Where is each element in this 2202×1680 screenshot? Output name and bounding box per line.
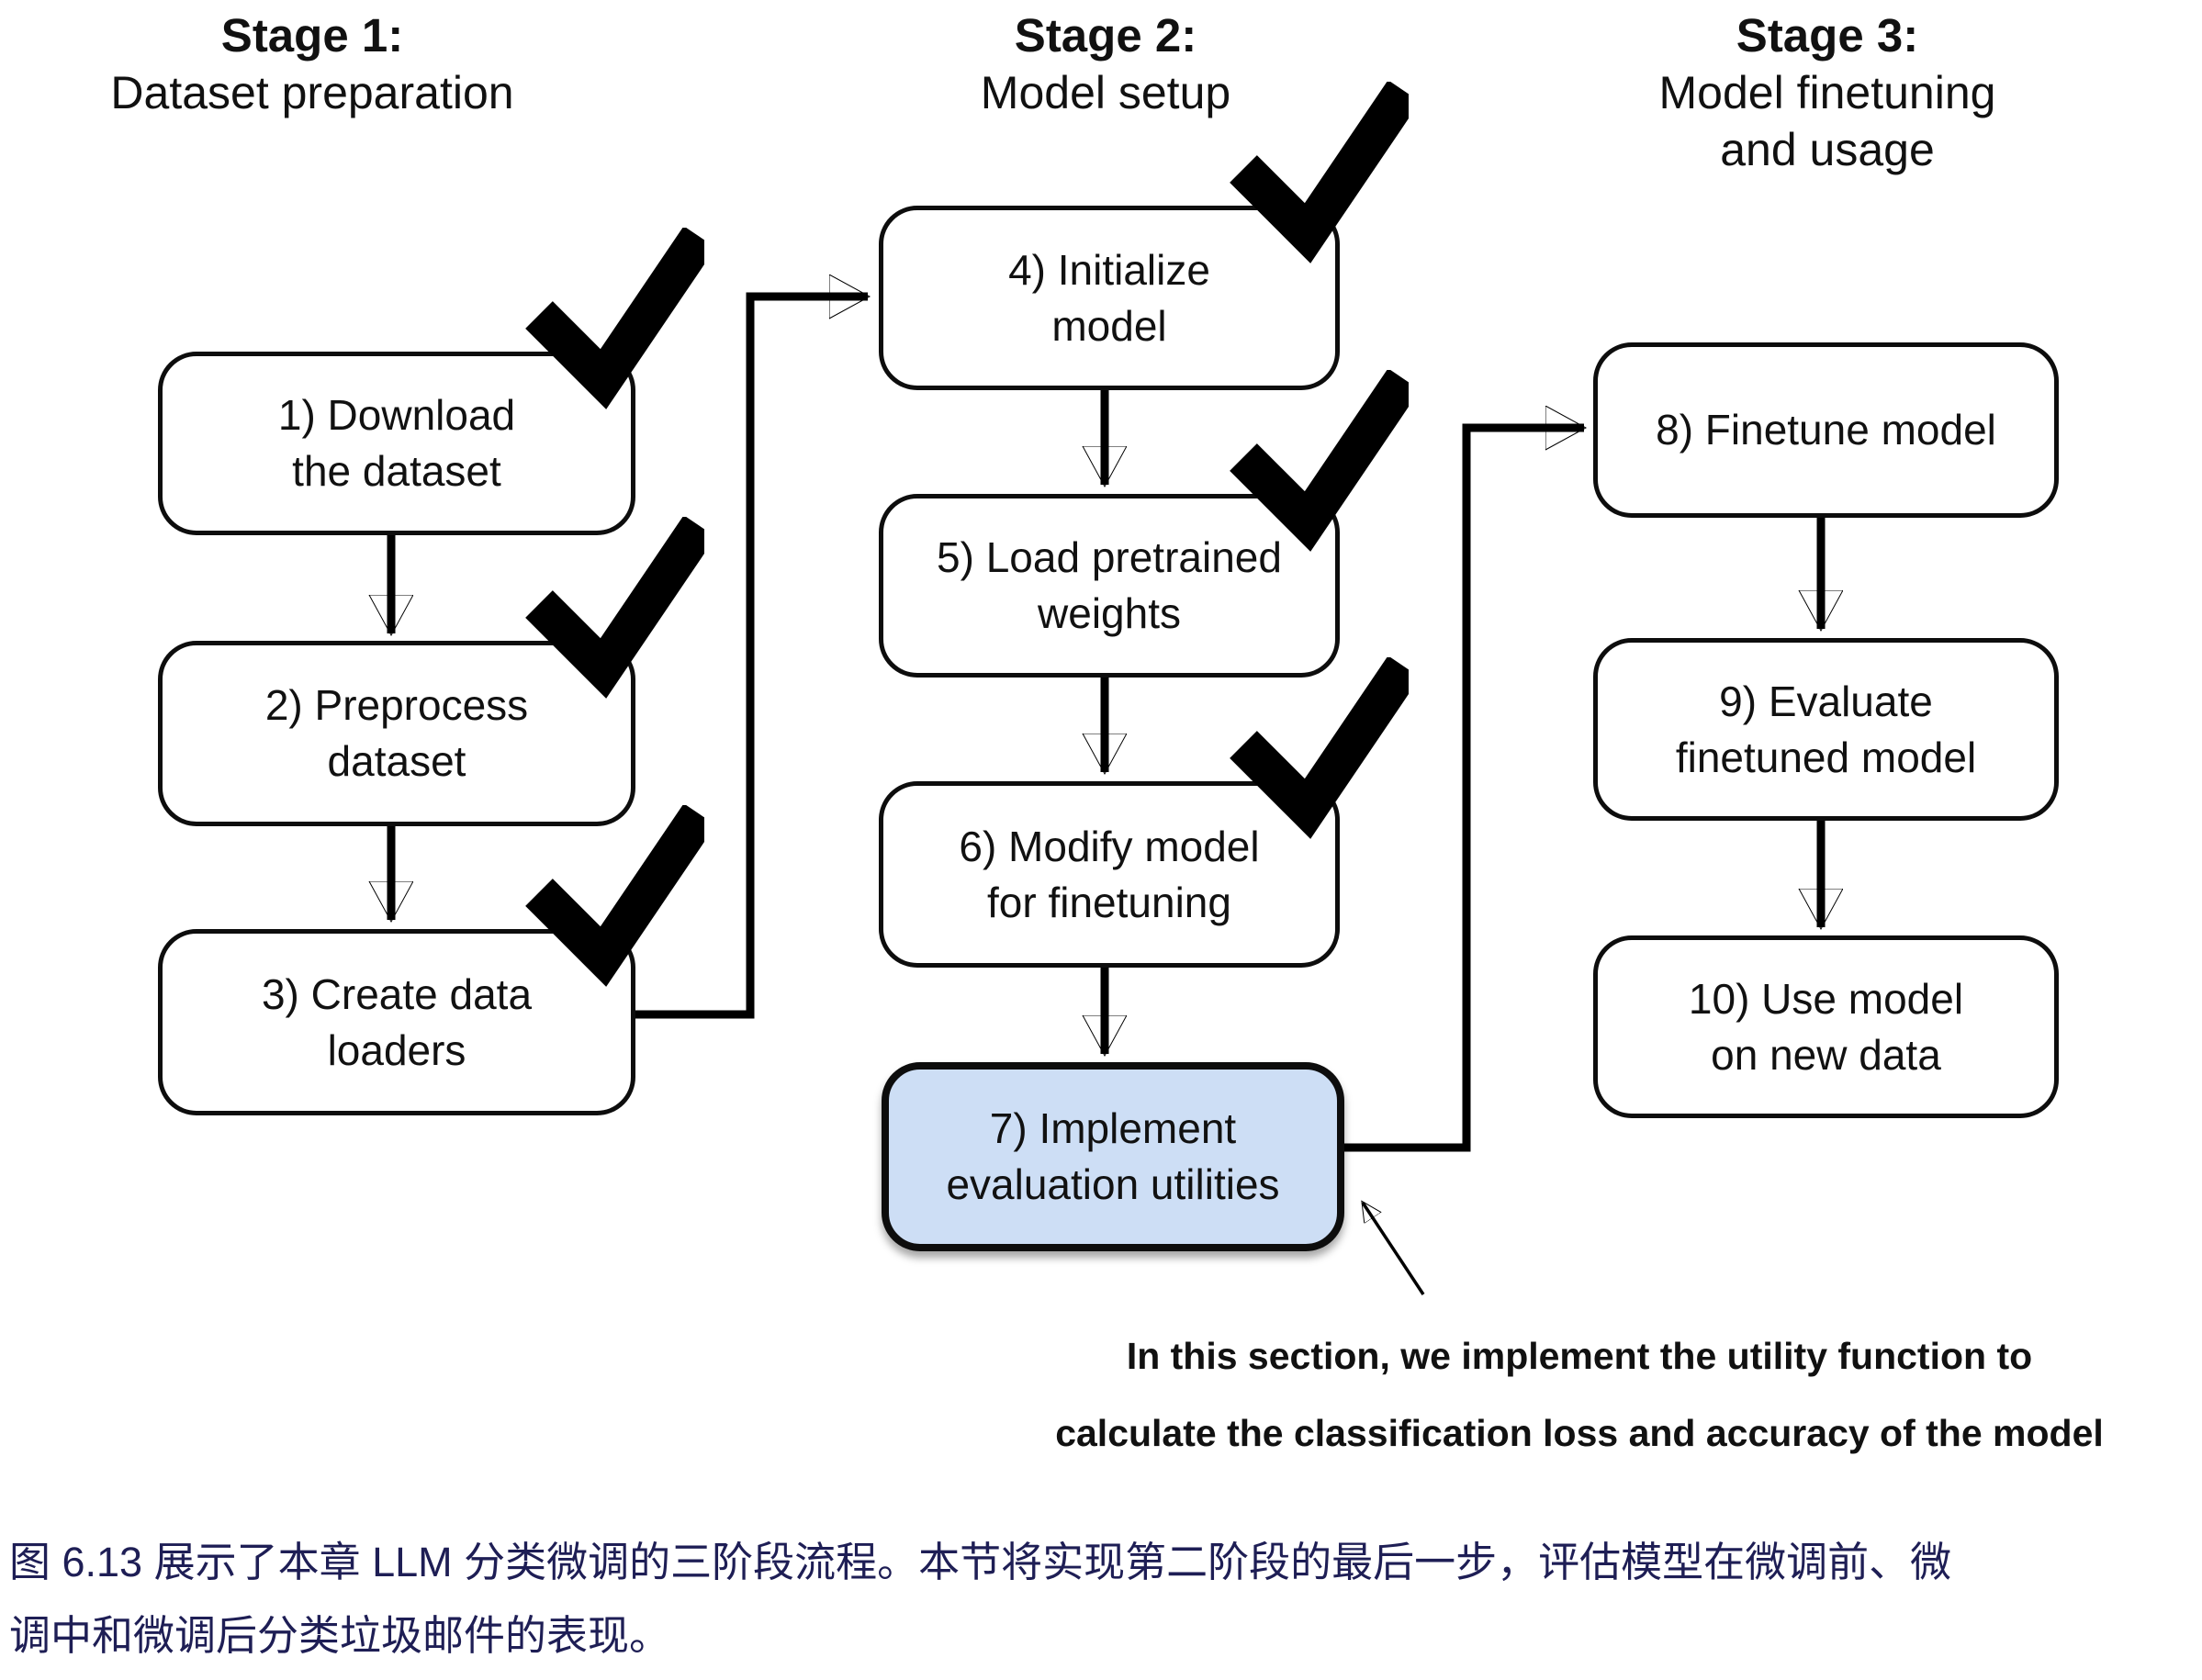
stage1-header: Stage 1: Dataset preparation [83,7,542,121]
connector-box3-box4 [627,297,868,1019]
stage1-subtitle: Dataset preparation [110,67,514,118]
box-10-label: 10) Use model on new data [1688,974,1964,1079]
box-1-label: 1) Download the dataset [277,391,516,495]
annotation-line-2: calculate the classification loss and ac… [1055,1412,2104,1454]
stage2-title: Stage 2: [1014,9,1197,62]
box-10-use-model-on-new-data: 10) Use model on new data [1593,935,2059,1118]
annotation-arrow [1363,1203,1425,1295]
stage1-title: Stage 1: [220,9,404,62]
box-4-label: 4) Initialize model [1008,245,1210,350]
stage3-subtitle: Model finetuning and usage [1658,67,1996,175]
box-7-label: 7) Implement evaluation utilities [946,1104,1280,1208]
stage2-header: Stage 2: Model setup [880,7,1331,121]
box-1-download-dataset: 1) Download the dataset [158,228,704,535]
box-8-label: 8) Finetune model [1656,406,1996,454]
connector-box7-box8 [1333,428,1584,1152]
box-7-implement-evaluation-utilities: 7) Implement evaluation utilities [882,1062,1344,1251]
box-2-preprocess-dataset: 2) Preprocess dataset [158,517,704,826]
stage3-header: Stage 3: Model finetuning and usage [1593,7,2062,178]
box-6-label: 6) Modify model for finetuning [959,822,1260,926]
annotation-text: In this section, we implement the utilit… [987,1317,2172,1472]
box-6-modify-model-for-finetuning: 6) Modify model for finetuning [879,657,1409,968]
box-9-label: 9) Evaluate finetuned model [1675,677,1977,781]
box-4-initialize-model: 4) Initialize model [879,82,1409,390]
caption-line-2: 调中和微调后分类垃圾邮件的表现。 [9,1612,671,1659]
caption-line-1: 图 6.13 展示了本章 LLM 分类微调的三阶段流程。本节将实现第二阶段的最后… [9,1539,1952,1585]
figure-caption: 图 6.13 展示了本章 LLM 分类微调的三阶段流程。本节将实现第二阶段的最后… [9,1526,2195,1673]
box-9-evaluate-finetuned-model: 9) Evaluate finetuned model [1593,638,2059,821]
box-5-load-pretrained-weights: 5) Load pretrained weights [879,370,1409,678]
box-2-label: 2) Preprocess dataset [264,681,529,785]
box-3-label: 3) Create data loaders [261,969,533,1074]
box-3-create-data-loaders: 3) Create data loaders [158,805,704,1115]
box-5-label: 5) Load pretrained weights [937,533,1282,637]
stage2-subtitle: Model setup [980,67,1231,118]
annotation-line-1: In this section, we implement the utilit… [1126,1335,2033,1377]
stage3-title: Stage 3: [1736,9,1919,62]
box-8-finetune-model: 8) Finetune model [1593,342,2059,518]
